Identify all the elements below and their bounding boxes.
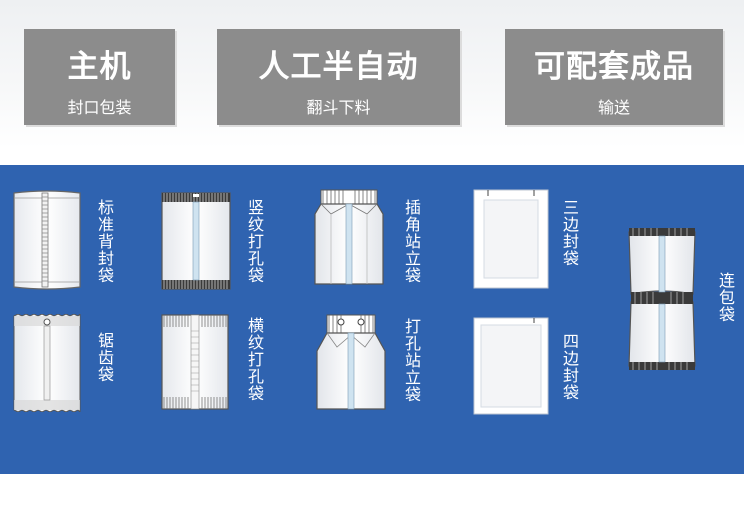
linked-bag-icon [628, 228, 696, 370]
card-title: 人工半自动 [258, 49, 419, 85]
bag-label-horizontal-stripe: 横纹打孔袋 [247, 316, 264, 403]
bag-label-vertical-stripe: 竖纹打孔袋 [247, 198, 264, 285]
four-side-seal-bag-icon [473, 317, 549, 415]
serrated-bag-icon [13, 314, 81, 412]
bag-label-three-side: 三边封袋 [562, 198, 579, 268]
card-title: 可配套成品 [534, 49, 694, 85]
header-card-conveyor: 可配套成品 输送 [505, 29, 723, 125]
three-side-seal-bag-icon [473, 189, 549, 289]
bag-label-punched-standing: 打孔站立袋 [404, 317, 421, 404]
bag-label-linked: 连包袋 [718, 271, 735, 324]
header-card-main-machine: 主机 封口包装 [24, 29, 175, 125]
card-subtitle: 封口包装 [67, 98, 132, 117]
bag-label-four-side: 四边封袋 [562, 332, 579, 402]
card-title: 主机 [67, 49, 132, 85]
card-subtitle: 翻斗下料 [306, 98, 371, 117]
punched-standing-bag-icon [316, 314, 386, 410]
card-subtitle: 输送 [597, 98, 630, 117]
gusset-standing-bag-icon [314, 189, 384, 285]
vertical-stripe-punched-bag-icon [161, 192, 231, 290]
bag-label-back-seal: 标准背封袋 [97, 198, 114, 285]
bag-label-gusset-standing: 插角站立袋 [404, 198, 421, 285]
header-card-semi-auto: 人工半自动 翻斗下料 [217, 29, 460, 125]
horizontal-stripe-punched-bag-icon [161, 314, 229, 410]
back-seal-bag-icon [13, 190, 81, 290]
bag-label-serrated: 锯齿袋 [97, 331, 114, 384]
